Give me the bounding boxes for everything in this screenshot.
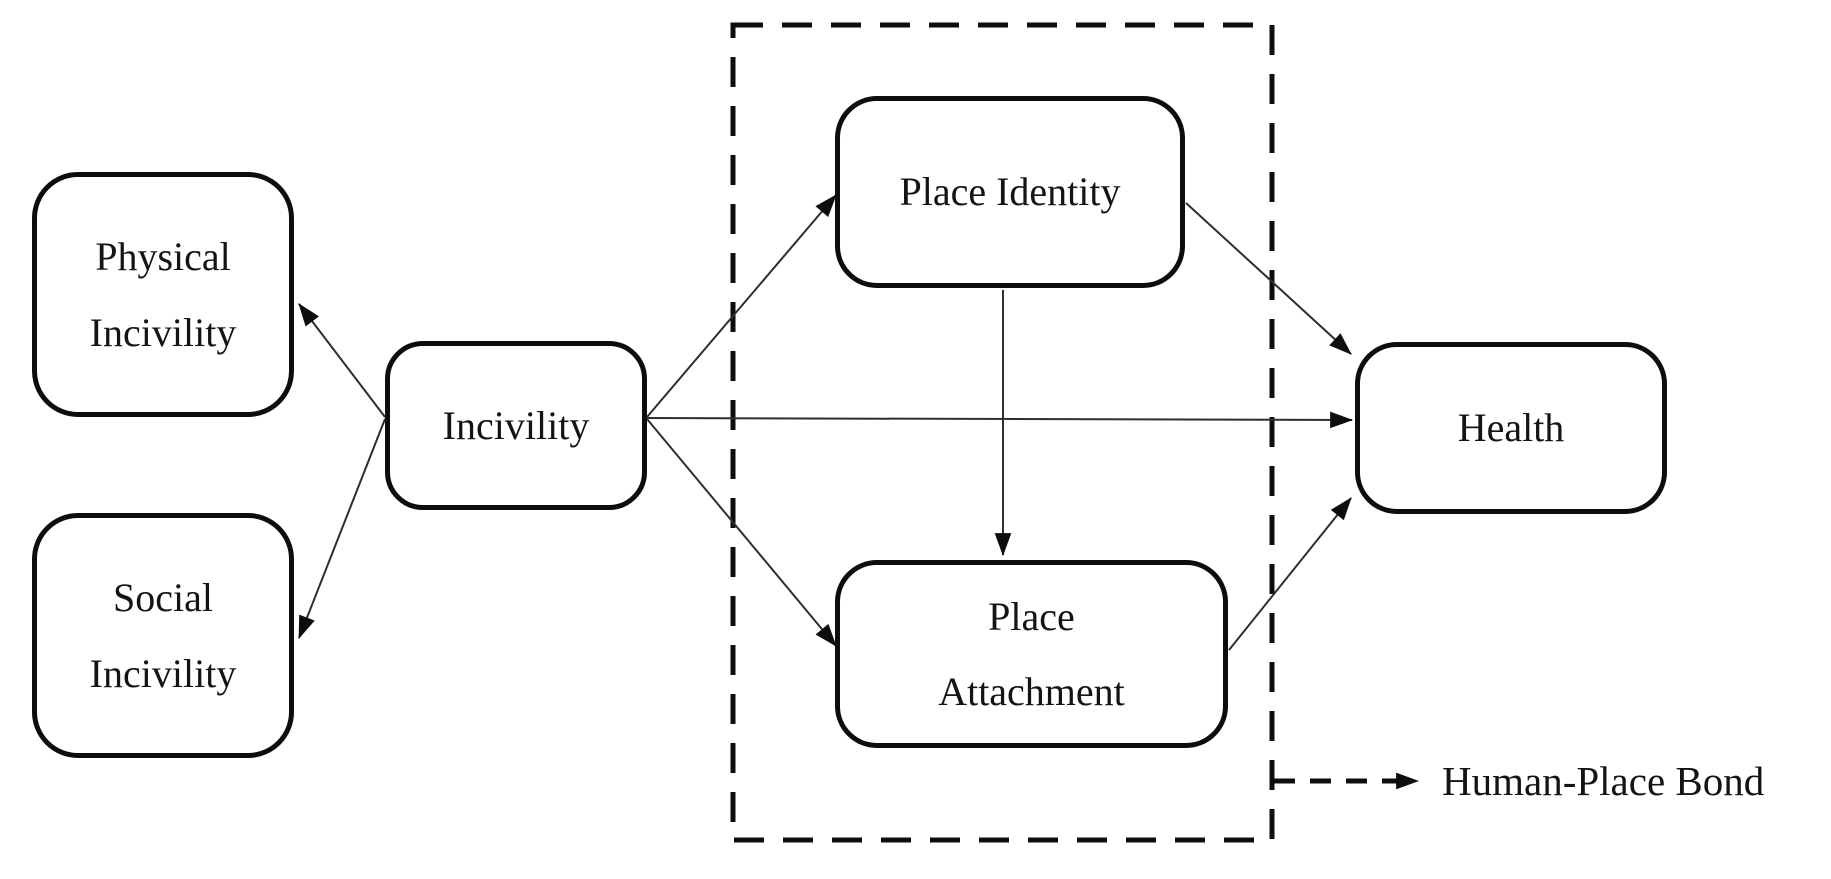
edge-place-identity-to-health — [1185, 202, 1352, 355]
edge-incivility-to-social-incivility — [298, 418, 386, 639]
node-place-attachment-label: Place Attachment — [938, 593, 1125, 714]
node-health: Health — [1355, 342, 1667, 514]
human-place-bond-label: Human-Place Bond — [1442, 758, 1765, 804]
node-social-incivility-label: Social Incivility — [89, 575, 237, 696]
node-physical-incivility-label: Physical Incivility — [89, 234, 237, 355]
node-place-identity-label: Place Identity — [899, 169, 1121, 215]
edge-incivility-to-physical-incivility — [298, 303, 386, 418]
node-place-attachment: Place Attachment — [835, 560, 1228, 748]
edge-incivility-to-place-attachment — [646, 418, 837, 647]
edge-incivility-to-place-identity — [646, 194, 837, 418]
edge-place-attachment-to-health — [1228, 497, 1352, 651]
node-health-label: Health — [1457, 405, 1565, 451]
node-physical-incivility: Physical Incivility — [32, 172, 294, 417]
node-place-identity: Place Identity — [835, 96, 1185, 288]
node-social-incivility: Social Incivility — [32, 513, 294, 758]
node-incivility: Incivility — [385, 341, 647, 510]
edge-incivility-to-health — [646, 411, 1354, 429]
node-incivility-label: Incivility — [442, 402, 590, 448]
